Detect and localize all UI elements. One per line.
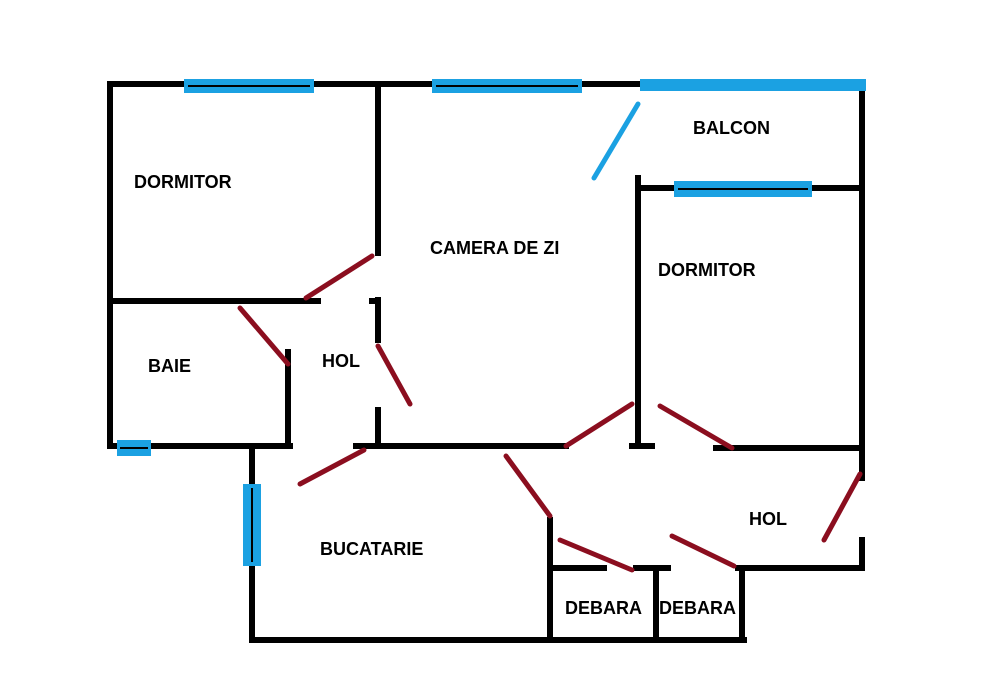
door bbox=[669, 533, 737, 569]
room-label-balcon: BALCON bbox=[693, 118, 770, 138]
door bbox=[297, 447, 367, 487]
door bbox=[503, 453, 553, 519]
walls bbox=[107, 81, 865, 643]
room-label-hol-right: HOL bbox=[749, 509, 787, 529]
door bbox=[557, 537, 635, 573]
balcony-door bbox=[591, 101, 641, 181]
room-labels: DORMITOR CAMERA DE ZI BALCON DORMITOR BA… bbox=[134, 118, 787, 618]
door bbox=[303, 253, 375, 301]
door bbox=[657, 403, 735, 451]
room-label-camera-de-zi: CAMERA DE ZI bbox=[430, 238, 559, 258]
window-frames bbox=[120, 85, 808, 562]
doors bbox=[237, 253, 863, 573]
room-label-dormitor-right: DORMITOR bbox=[658, 260, 756, 280]
window bbox=[640, 79, 866, 91]
door bbox=[375, 343, 413, 407]
door bbox=[821, 471, 863, 543]
room-label-debara-1: DEBARA bbox=[565, 598, 642, 618]
door bbox=[563, 401, 635, 449]
room-label-bucatarie: BUCATARIE bbox=[320, 539, 423, 559]
door bbox=[237, 305, 291, 367]
room-label-hol-left: HOL bbox=[322, 351, 360, 371]
room-label-debara-2: DEBARA bbox=[659, 598, 736, 618]
room-label-baie: BAIE bbox=[148, 356, 191, 376]
room-label-dormitor-left: DORMITOR bbox=[134, 172, 232, 192]
windows bbox=[117, 79, 866, 566]
